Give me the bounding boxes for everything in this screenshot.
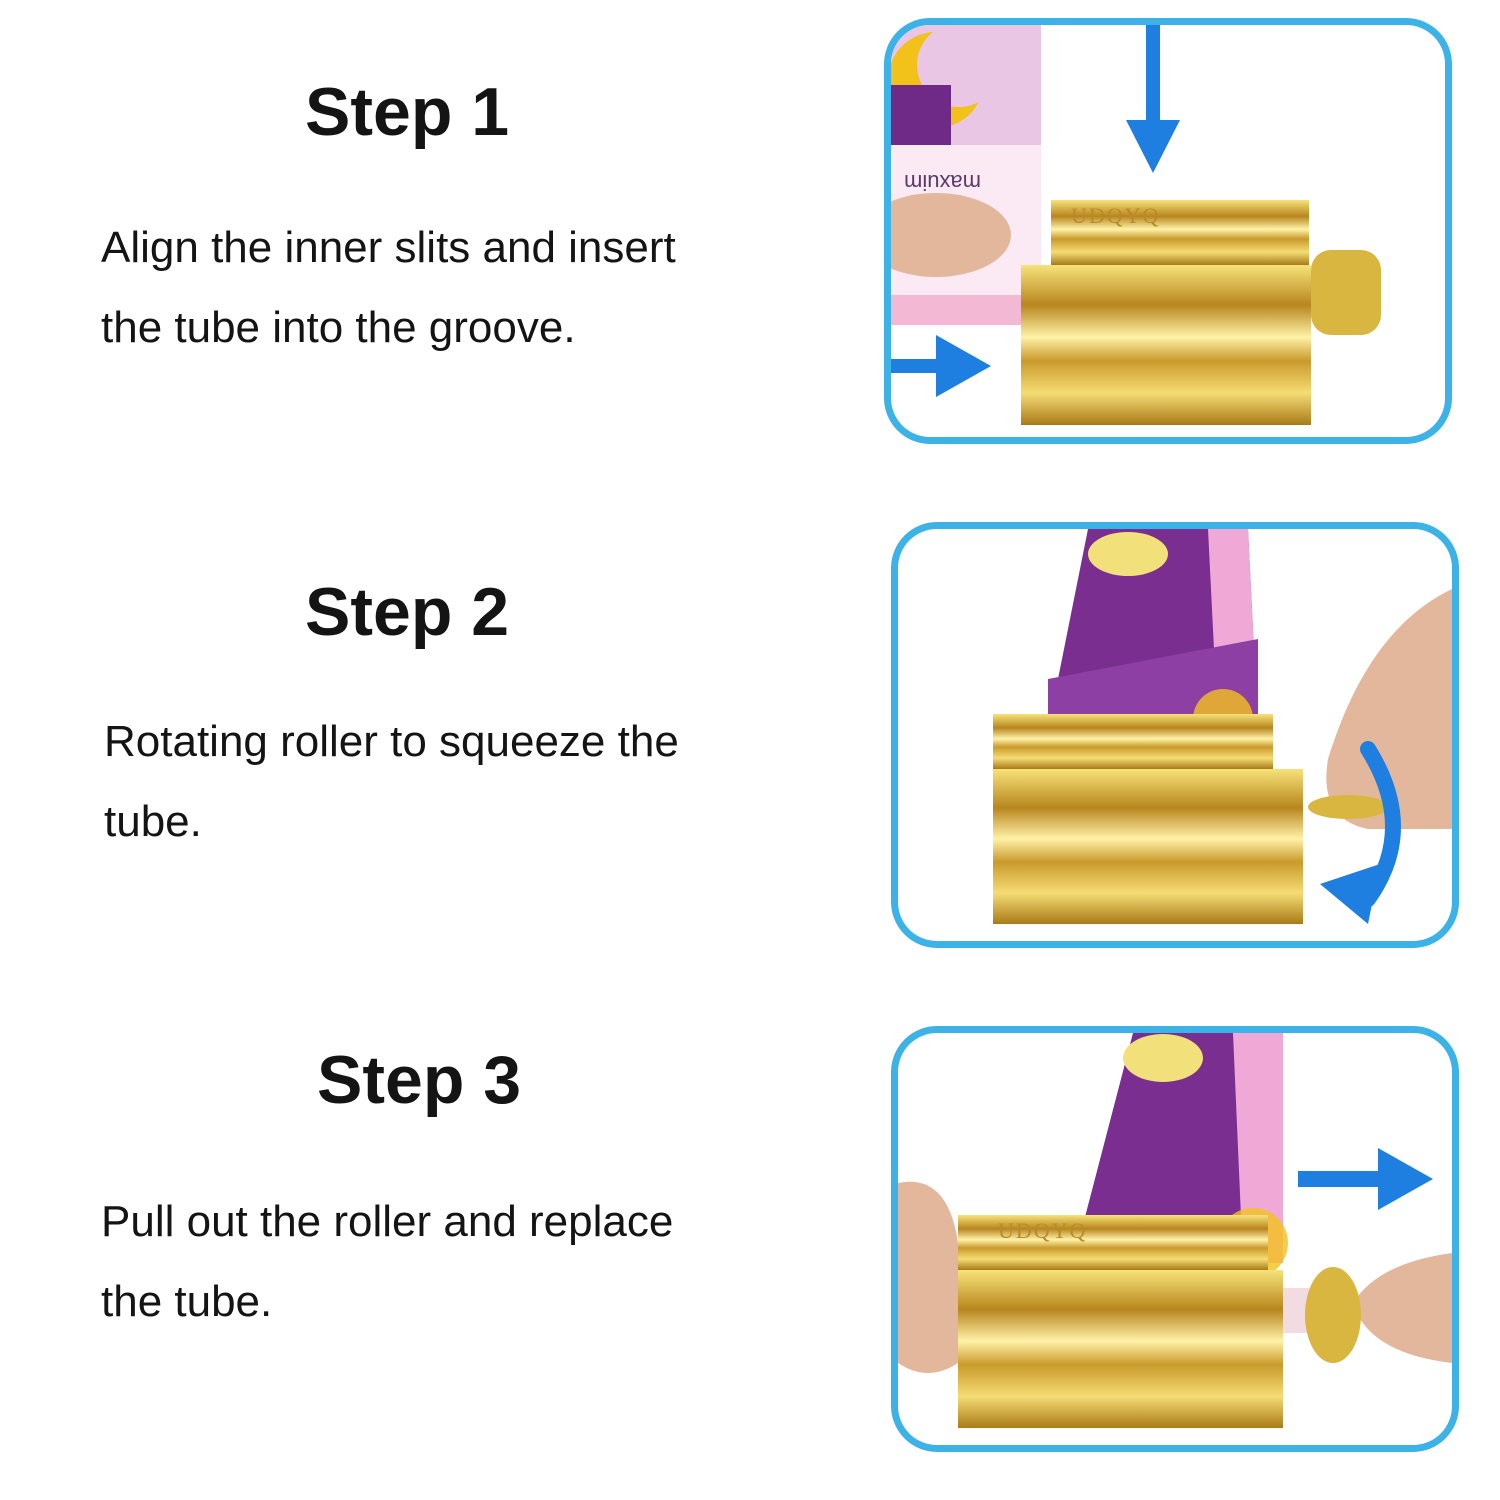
step-3-description-line-2: the tube. bbox=[101, 1277, 273, 1326]
right-hand-icon bbox=[1353, 1253, 1452, 1363]
toothpaste-tube: maxuim bbox=[891, 25, 1041, 325]
step-2-description-line-1: Rotating roller to squeeze the bbox=[104, 717, 679, 766]
roller-key-icon bbox=[1308, 795, 1388, 819]
right-arrow-icon bbox=[891, 335, 991, 397]
finger-icon bbox=[1326, 589, 1452, 829]
step-3-description-line-1: Pull out the roller and replace bbox=[101, 1197, 674, 1246]
right-arrow-icon bbox=[1298, 1148, 1433, 1210]
step-3-title: Step 3 bbox=[317, 1042, 522, 1118]
tube-print-text: maxuim bbox=[904, 170, 981, 195]
step-2-title: Step 2 bbox=[305, 574, 510, 650]
roller-key-icon bbox=[1311, 250, 1381, 335]
step-3-description: Pull out the roller and replace the tube… bbox=[101, 1182, 761, 1342]
step-1-title: Step 1 bbox=[305, 74, 510, 150]
step-1-description: Align the inner slits and insert the tub… bbox=[101, 208, 761, 368]
step-2-image-panel bbox=[891, 522, 1459, 948]
brand-engraving: UDQYQ bbox=[998, 1218, 1087, 1243]
left-hand-icon bbox=[898, 1181, 958, 1373]
toothpaste-tube bbox=[1073, 1033, 1288, 1278]
roller-key-icon bbox=[1305, 1267, 1361, 1363]
roller-squeezer bbox=[993, 714, 1388, 924]
step-3-illustration: UDQYQ bbox=[898, 1033, 1452, 1428]
step-1-image-panel: maxuim UDQYQ bbox=[884, 18, 1452, 444]
rotate-arrow-icon bbox=[1320, 741, 1401, 924]
step-1-description-line-1: Align the inner slits and insert bbox=[101, 223, 676, 272]
step-3-image-panel: UDQYQ bbox=[891, 1026, 1459, 1452]
down-arrow-icon bbox=[1126, 25, 1180, 173]
brand-engraving: UDQYQ bbox=[1071, 203, 1160, 228]
finger-icon bbox=[891, 193, 1011, 277]
step-2-illustration bbox=[993, 529, 1452, 924]
roller-squeezer: UDQYQ bbox=[958, 1215, 1361, 1428]
step-1-illustration: maxuim UDQYQ bbox=[891, 25, 1381, 425]
step-1-description-line-2: the tube into the groove. bbox=[101, 303, 576, 352]
roller-squeezer: UDQYQ bbox=[1021, 200, 1381, 425]
step-2-description: Rotating roller to squeeze the tube. bbox=[104, 702, 764, 862]
step-2-description-line-2: tube. bbox=[104, 797, 202, 846]
